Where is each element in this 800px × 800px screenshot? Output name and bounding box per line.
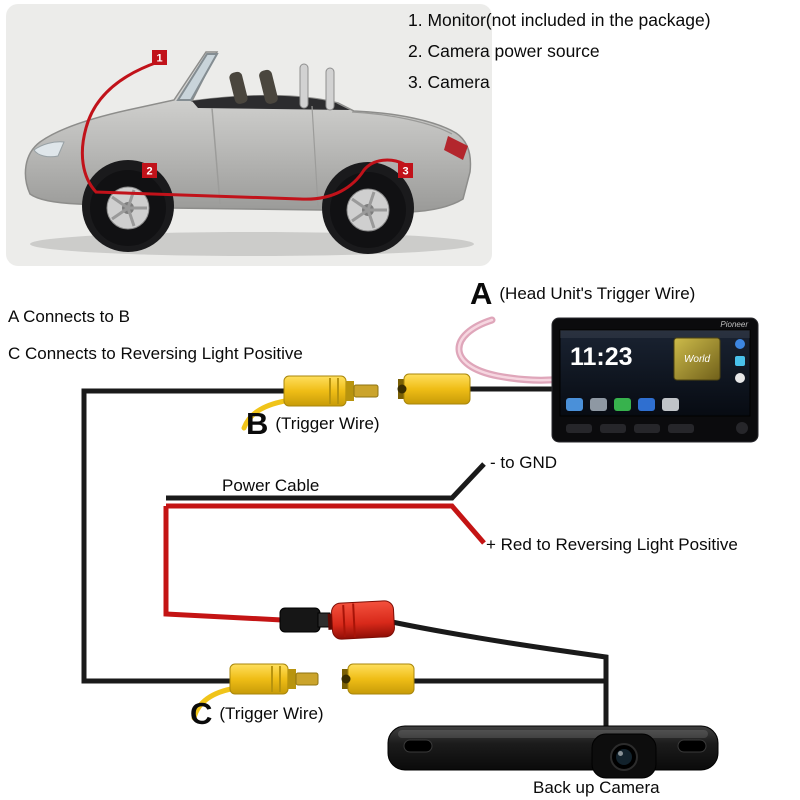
head-unit-status-icons [735, 339, 745, 383]
label-power-cable: Power Cable [222, 476, 320, 495]
head-unit-album-art: World [673, 337, 721, 381]
parts-list-item-monitor: 1. Monitor(not included in the package) [408, 10, 711, 30]
front-wheel [90, 170, 166, 246]
label-a: A (Head Unit's Trigger Wire) [470, 278, 695, 309]
rca-male-b-pin [353, 384, 379, 398]
label-c-text: (Trigger Wire) [219, 703, 324, 723]
label-b-letter: B [246, 406, 269, 441]
parts-list-item-camera: 3. Camera [408, 71, 490, 92]
camera-power-cable [391, 619, 609, 726]
label-b-text: (Trigger Wire) [275, 413, 380, 433]
camera-mount-slot-left [403, 739, 433, 753]
dc-jack-red [327, 600, 395, 640]
rca-male-c-pin [295, 672, 319, 686]
camera-mount-slot-right [677, 739, 707, 753]
label-a-letter: A [470, 276, 493, 311]
car-harness-wire [80, 60, 405, 201]
wiring [81, 316, 609, 726]
car-marker-2-number: 2 [146, 166, 152, 178]
note-c-connects-reversing: C Connects to Reversing Light Positive [8, 344, 303, 363]
car-cutaway-illustration: 1 2 3 [6, 4, 492, 266]
windshield [176, 53, 219, 101]
rca-male-b [283, 375, 379, 407]
label-gnd: - to GND [490, 453, 558, 472]
headlight [33, 141, 65, 158]
power-wire-red-positive [166, 503, 486, 545]
power-wire-black-gnd [166, 462, 486, 501]
dc-plug-black [279, 607, 331, 633]
car-marker-1: 1 [152, 50, 167, 65]
label-b: B (Trigger Wire) [246, 408, 380, 439]
roll-bar [325, 67, 335, 111]
car-marker-1-number: 1 [156, 53, 162, 65]
head-unit-clock: 11:23 [570, 343, 633, 371]
head-unit-buttons [566, 422, 748, 434]
trigger-wire-black [81, 388, 286, 684]
car-marker-2: 2 [142, 163, 157, 178]
rca-female-c [341, 663, 415, 695]
note-a-connects-b: A Connects to B [8, 307, 130, 326]
head-unit-album-title: World [684, 354, 711, 365]
parts-list-item-power-source: 2. Camera power source [408, 40, 600, 61]
head-unit-app-icons [566, 398, 679, 411]
label-backup-camera: Back up Camera [533, 778, 660, 797]
label-a-text: (Head Unit's Trigger Wire) [499, 283, 696, 303]
head-unit-brand: Pioneer [720, 320, 748, 329]
label-c: C (Trigger Wire) [190, 698, 324, 729]
roll-bar [299, 63, 309, 109]
car-marker-3-number: 3 [402, 166, 408, 178]
power-wire-red-to-plug [163, 506, 283, 623]
head-unit-monitor: Pioneer 11:23 World [551, 317, 759, 443]
head-unit-trigger-wire-highlight [457, 318, 564, 382]
parts-list: 1. Monitor(not included in the package) … [408, 10, 711, 94]
label-c-letter: C [190, 696, 213, 731]
seats [229, 69, 278, 104]
backup-camera-image [387, 725, 719, 779]
taillight [444, 136, 468, 160]
label-reversing-positive: + Red to Reversing Light Positive [486, 535, 738, 554]
rear-wheel [330, 172, 406, 248]
car-marker-3: 3 [398, 163, 413, 178]
rca-female-b [397, 373, 471, 405]
rca-male-c [229, 663, 319, 695]
